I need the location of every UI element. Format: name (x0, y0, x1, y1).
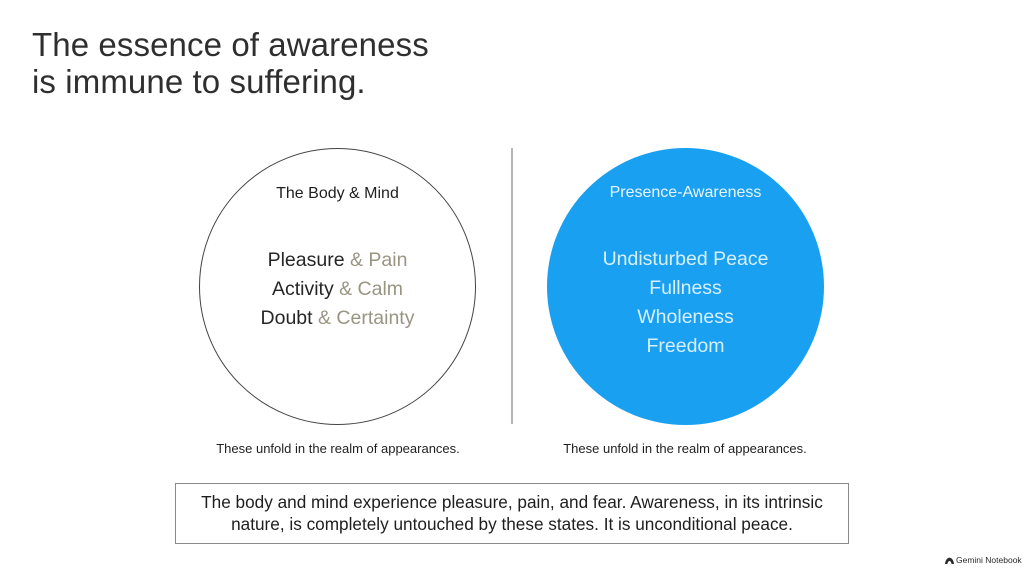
awareness-caption: These unfold in the realm of appearances… (563, 441, 807, 456)
pair-secondary: & Calm (339, 278, 404, 300)
summary-line-2: nature, is completely untouched by these… (231, 514, 793, 534)
quality-item: Undisturbed Peace (602, 248, 769, 270)
awareness-qualities: Undisturbed Peace Fullness Wholeness Fre… (547, 245, 824, 361)
presence-awareness-heading: Presence-Awareness (609, 184, 762, 201)
quality-item: Freedom (646, 335, 725, 357)
pair-primary: Doubt (260, 307, 313, 329)
title-line-2: is immune to suffering. (32, 63, 366, 100)
quality-item: Fullness (649, 277, 722, 299)
summary-box: The body and mind experience pleasure, p… (175, 483, 849, 544)
pair-pleasure-pain: Pleasure & Pain (200, 246, 475, 275)
watermark-text: Gemini Notebook (956, 555, 1022, 565)
body-mind-caption: These unfold in the realm of appearances… (216, 441, 460, 456)
presence-awareness-circle: Presence-Awareness Undisturbed Peace Ful… (547, 148, 824, 425)
center-divider (511, 148, 513, 424)
gemini-notebook-icon (945, 557, 954, 564)
body-mind-heading: The Body & Mind (276, 185, 399, 202)
body-mind-circle: The Body & Mind Pleasure & Pain Activity… (199, 148, 476, 425)
page-title: The essence of awareness is immune to su… (32, 26, 429, 100)
quality-item: Wholeness (637, 306, 734, 328)
pair-primary: Pleasure (267, 249, 345, 271)
pair-primary: Activity (271, 278, 334, 300)
pair-secondary: & Pain (349, 249, 408, 271)
summary-line-1: The body and mind experience pleasure, p… (201, 492, 823, 512)
title-line-1: The essence of awareness (32, 26, 429, 63)
pair-activity-calm: Activity & Calm (200, 275, 475, 304)
pair-doubt-certainty: Doubt & Certainty (200, 304, 475, 333)
body-mind-pairs: Pleasure & Pain Activity & Calm Doubt & … (200, 246, 475, 333)
gemini-notebook-watermark: Gemini Notebook (945, 555, 1022, 566)
pair-secondary: & Certainty (318, 307, 415, 329)
